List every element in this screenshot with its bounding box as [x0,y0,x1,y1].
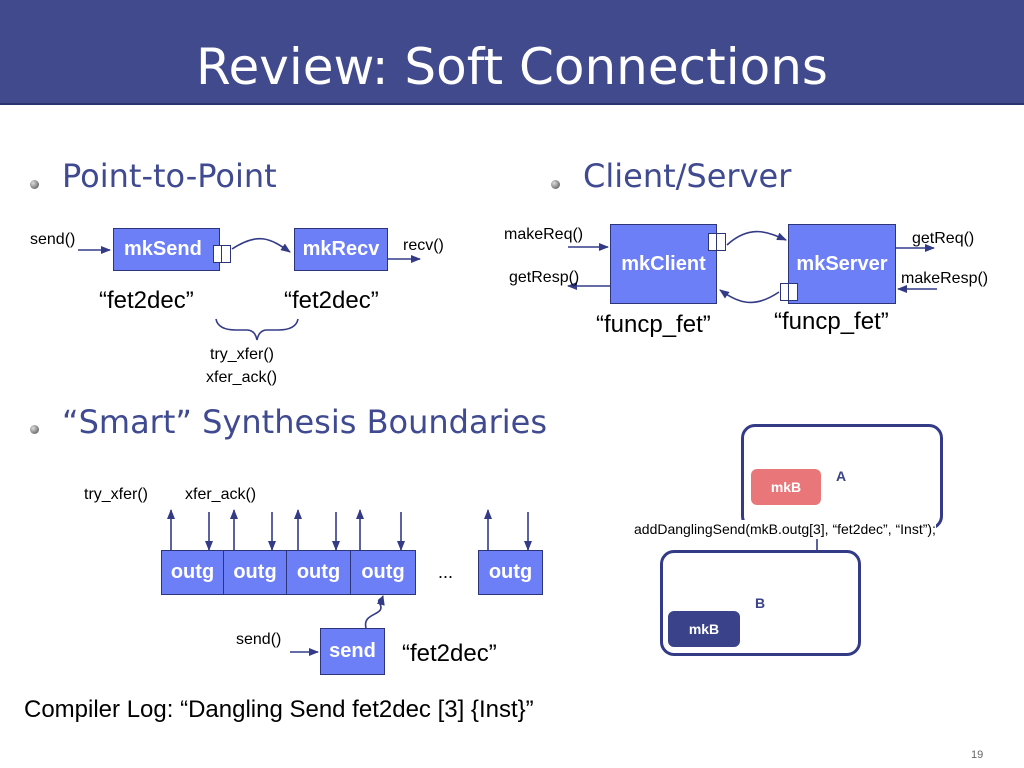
add-dangling-send-code: addDanglingSend(mkB.outg[3], “fet2dec”, … [634,520,936,539]
mkclient-label: mkClient [621,252,706,275]
outg-label: outg [296,561,341,583]
outg-label: outg [233,561,277,583]
recv-name-label: “fet2dec” [284,287,379,314]
req-link-curve [726,230,787,246]
mkclient-box: mkClient [610,224,717,304]
send-method-label: send() [236,631,282,648]
mksend-box: mkSend [113,228,220,271]
heading-client-server: Client/Server [583,157,792,195]
send-to-outg-curve [364,595,385,629]
recv-method-label: recv() [403,237,444,254]
compiler-log: Compiler Log: “Dangling Send fet2dec [3]… [24,696,534,723]
make-resp-label: makeResp() [901,270,989,287]
page-number: 19 [971,749,984,761]
outg-box: outg [478,550,543,595]
mkb-b-box: mkB [668,611,740,647]
make-req-label: makeReq() [504,226,584,243]
xfer-ack-label: xfer_ack() [206,369,278,386]
outg-box: outg [286,550,351,595]
mkrecv-label: mkRecv [302,238,380,260]
outg-box: outg [223,550,287,595]
mkserver-label: mkServer [796,252,888,275]
resp-link-curve [719,289,780,304]
p2p-brace [215,318,299,341]
send-method-label: send() [30,231,76,248]
outg-label: outg [170,561,215,583]
outg-label: outg [361,561,405,583]
send-label: send [329,640,376,662]
bullet-icon [551,180,560,189]
heading-point-to-point: Point-to-Point [62,157,277,195]
mkb-b-label: mkB [688,621,720,637]
ellipsis-label: ... [438,562,454,582]
module-b-label: B [755,595,766,611]
title-bar [0,0,1024,105]
mkb-a-box: mkB [751,469,821,505]
server-name-label: “funcp_fet” [774,308,889,335]
server-port-icon [780,283,798,301]
try-xfer-method-label: try_xfer() [84,486,148,503]
mksend-label: mkSend [124,238,202,260]
outg-label: outg [488,561,533,583]
heading-smart-boundaries: “Smart” Synthesis Boundaries [62,403,547,441]
xfer-ack-method-label: xfer_ack() [185,486,257,503]
send-port-icon [213,245,231,263]
get-req-label: getReq() [912,230,975,247]
send-name-label: “fet2dec” [402,640,497,667]
bullet-icon [30,425,39,434]
mkrecv-box: mkRecv [294,228,388,271]
client-name-label: “funcp_fet” [596,311,711,338]
outg-box: outg [350,550,416,595]
try-xfer-label: try_xfer() [210,346,274,363]
bullet-icon [30,180,39,189]
mkb-a-label: mkB [770,479,802,495]
get-resp-label: getResp() [509,269,580,286]
module-a-label: A [836,468,847,484]
outg-box: outg [161,550,224,595]
p2p-link-curve [231,237,291,253]
send-box: send [320,628,385,675]
slide-title: Review: Soft Connections [196,38,828,96]
send-name-label: “fet2dec” [99,287,194,314]
client-port-icon [708,233,726,251]
mkserver-box: mkServer [788,224,896,304]
